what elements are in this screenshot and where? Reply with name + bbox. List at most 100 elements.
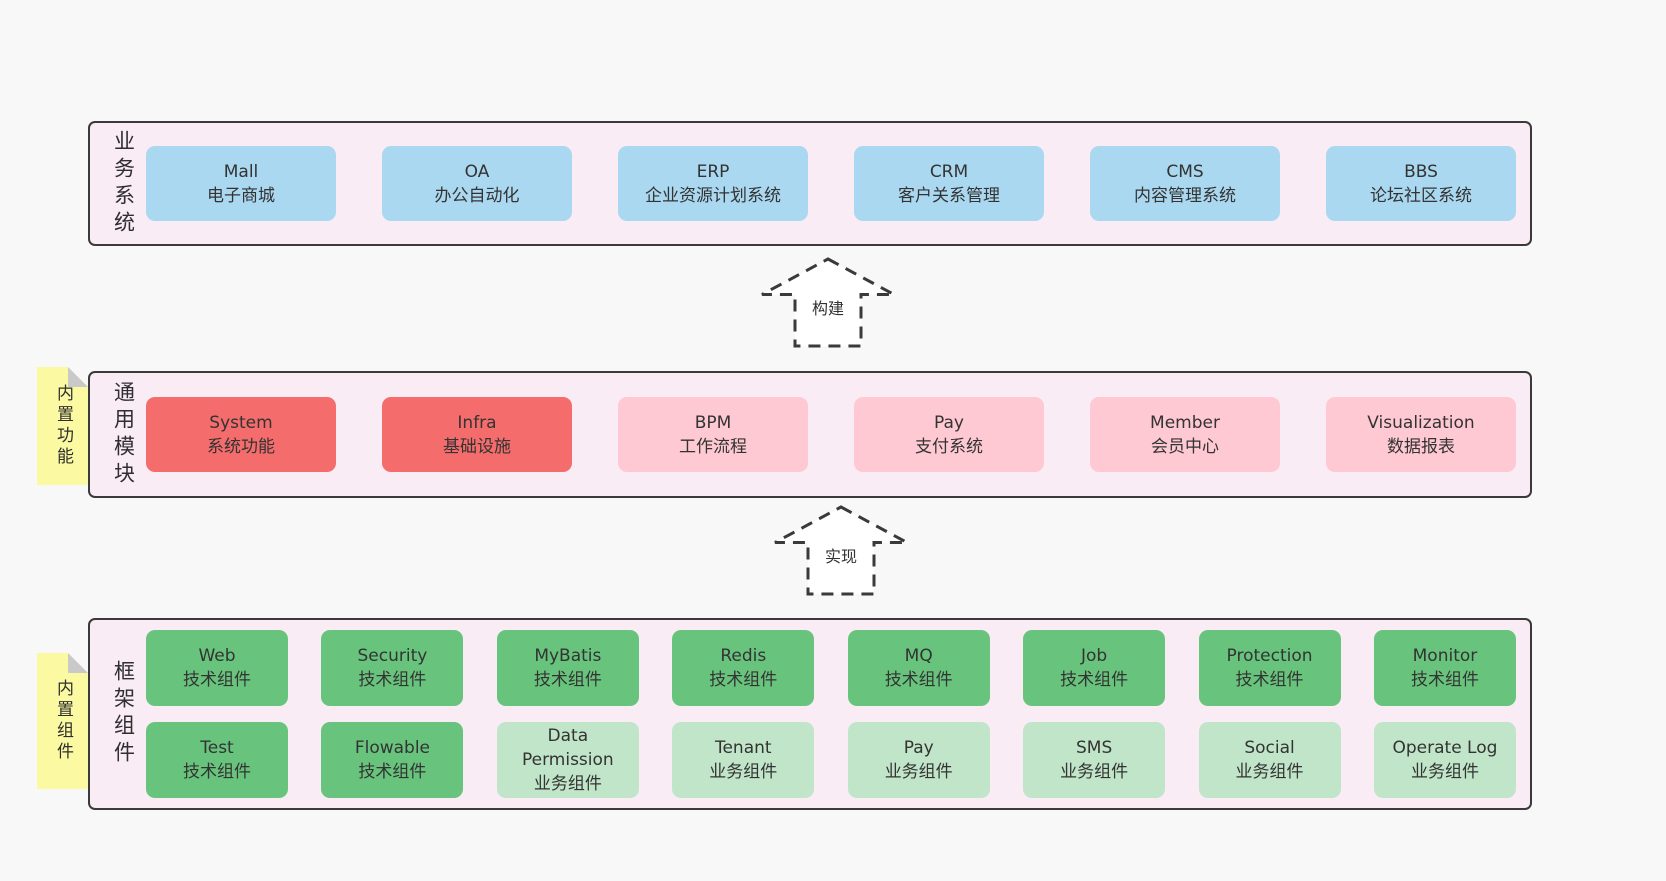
box-flowable: Flowable 技术组件 [321, 722, 464, 798]
box-subtitle: 电子商城 [207, 185, 275, 206]
box-security: Security 技术组件 [321, 630, 464, 706]
box-title: Security [357, 646, 428, 666]
box-web: Web 技术组件 [146, 630, 288, 706]
layer-business-systems-label: 业务系统 [100, 123, 146, 244]
layer-framework-components-label: 框架组件 [100, 620, 146, 808]
box-title: OA [464, 161, 490, 182]
box-cms: CMS 内容管理系统 [1090, 146, 1280, 221]
layer-business-systems: 业务系统 Mall 电子商城 OA 办公自动化 ERP 企业资源计划系统 CRM… [88, 121, 1532, 246]
box-title: Protection [1226, 646, 1313, 666]
box-title: Member [1150, 412, 1220, 433]
business-boxes-row: Mall 电子商城 OA 办公自动化 ERP 企业资源计划系统 CRM 客户关系… [146, 123, 1516, 244]
box-bpm: BPM 工作流程 [618, 397, 808, 472]
layer-common-modules-label: 通用模块 [100, 373, 146, 496]
box-oa: OA 办公自动化 [382, 146, 572, 221]
box-subtitle: 基础设施 [443, 436, 511, 457]
box-mall: Mall 电子商城 [146, 146, 336, 221]
box-protection: Protection 技术组件 [1198, 630, 1341, 706]
box-title: ERP [696, 161, 730, 182]
box-subtitle: 会员中心 [1151, 436, 1219, 457]
box-subtitle: 业务组件 [1060, 762, 1129, 782]
box-subtitle: 业务组件 [884, 762, 953, 782]
box-job: Job 技术组件 [1023, 630, 1166, 706]
box-test: Test 技术组件 [146, 722, 288, 798]
box-title: Web [198, 646, 236, 666]
box-subtitle: 业务组件 [1410, 762, 1479, 782]
box-subtitle: 办公自动化 [434, 185, 520, 206]
box-subtitle: 技术组件 [709, 670, 778, 690]
box-title: Operate Log [1392, 738, 1498, 758]
box-subtitle: 客户关系管理 [898, 185, 1000, 206]
layer-framework-components: 框架组件 Web 技术组件 Security 技术组件 MyBatis 技术组件… [88, 618, 1532, 810]
box-mybatis: MyBatis 技术组件 [496, 630, 639, 706]
box-pay-module: Pay 支付系统 [854, 397, 1044, 472]
box-mq: MQ 技术组件 [847, 630, 990, 706]
sticky-text: 内置功能 [53, 384, 73, 468]
box-system: System 系统功能 [146, 397, 336, 472]
box-title: Test [200, 738, 234, 758]
layer-label-text: 通用模块 [111, 380, 136, 489]
framework-row-2: Test 技术组件 Flowable 技术组件 Data Permission … [146, 722, 1516, 798]
box-title: Job [1081, 646, 1108, 666]
sticky-built-in-features: 内置功能 [37, 367, 88, 485]
box-bbs: BBS 论坛社区系统 [1326, 146, 1516, 221]
box-subtitle: 业务组件 [709, 762, 778, 782]
box-title: Pay [934, 412, 964, 433]
framework-boxes-grid: Web 技术组件 Security 技术组件 MyBatis 技术组件 Redi… [146, 620, 1516, 808]
box-title: Mall [223, 161, 259, 182]
box-data-permission: Data Permission 业务组件 [496, 722, 639, 798]
layer-common-modules: 通用模块 System 系统功能 Infra 基础设施 BPM 工作流程 Pay… [88, 371, 1532, 498]
box-title: MyBatis [534, 646, 602, 666]
box-subtitle: 工作流程 [679, 436, 747, 457]
box-subtitle: 技术组件 [1235, 670, 1304, 690]
box-title: MQ [904, 646, 933, 666]
arrow-implement: 实现 [773, 505, 909, 597]
box-subtitle: 系统功能 [207, 436, 275, 457]
box-title: Flowable [354, 738, 431, 758]
box-redis: Redis 技术组件 [672, 630, 815, 706]
module-boxes-row: System 系统功能 Infra 基础设施 BPM 工作流程 Pay 支付系统… [146, 373, 1516, 496]
box-pay-component: Pay 业务组件 [847, 722, 990, 798]
box-subtitle: 支付系统 [915, 436, 983, 457]
framework-row-1: Web 技术组件 Security 技术组件 MyBatis 技术组件 Redi… [146, 630, 1516, 706]
layer-label-text: 业务系统 [111, 129, 136, 238]
sticky-text: 内置组件 [53, 679, 73, 763]
box-title: CMS [1166, 161, 1204, 182]
box-title: SMS [1075, 738, 1113, 758]
box-title: Redis [720, 646, 767, 666]
box-subtitle: 企业资源计划系统 [645, 185, 781, 206]
box-sms: SMS 业务组件 [1023, 722, 1166, 798]
box-infra: Infra 基础设施 [382, 397, 572, 472]
box-subtitle: 技术组件 [183, 762, 251, 782]
box-subtitle: 技术组件 [884, 670, 953, 690]
box-subtitle: 技术组件 [533, 670, 602, 690]
box-operate-log: Operate Log 业务组件 [1373, 722, 1516, 798]
arrow-implement-label: 实现 [821, 541, 861, 568]
box-subtitle: 内容管理系统 [1134, 185, 1236, 206]
box-subtitle: 技术组件 [183, 670, 251, 690]
box-title: Monitor [1412, 646, 1478, 666]
box-title: System [209, 412, 273, 433]
box-crm: CRM 客户关系管理 [854, 146, 1044, 221]
box-erp: ERP 企业资源计划系统 [618, 146, 808, 221]
box-subtitle: 技术组件 [1410, 670, 1479, 690]
sticky-built-in-components: 内置组件 [37, 653, 88, 789]
box-subtitle: 数据报表 [1387, 436, 1455, 457]
box-tenant: Tenant 业务组件 [672, 722, 815, 798]
box-title: Visualization [1367, 412, 1475, 433]
box-monitor: Monitor 技术组件 [1373, 630, 1516, 706]
arrow-build-label: 构建 [808, 293, 848, 320]
box-title: Social [1244, 738, 1295, 758]
box-title: BPM [694, 412, 732, 433]
box-title: BBS [1404, 161, 1438, 182]
box-subtitle: 技术组件 [358, 762, 427, 782]
box-social: Social 业务组件 [1198, 722, 1341, 798]
box-subtitle: 技术组件 [1060, 670, 1129, 690]
box-subtitle: 业务组件 [533, 774, 602, 794]
arrow-build: 构建 [760, 257, 896, 349]
box-title: Pay [903, 738, 934, 758]
box-subtitle: 技术组件 [358, 670, 427, 690]
box-title: Tenant [714, 738, 772, 758]
box-title: CRM [929, 161, 969, 182]
